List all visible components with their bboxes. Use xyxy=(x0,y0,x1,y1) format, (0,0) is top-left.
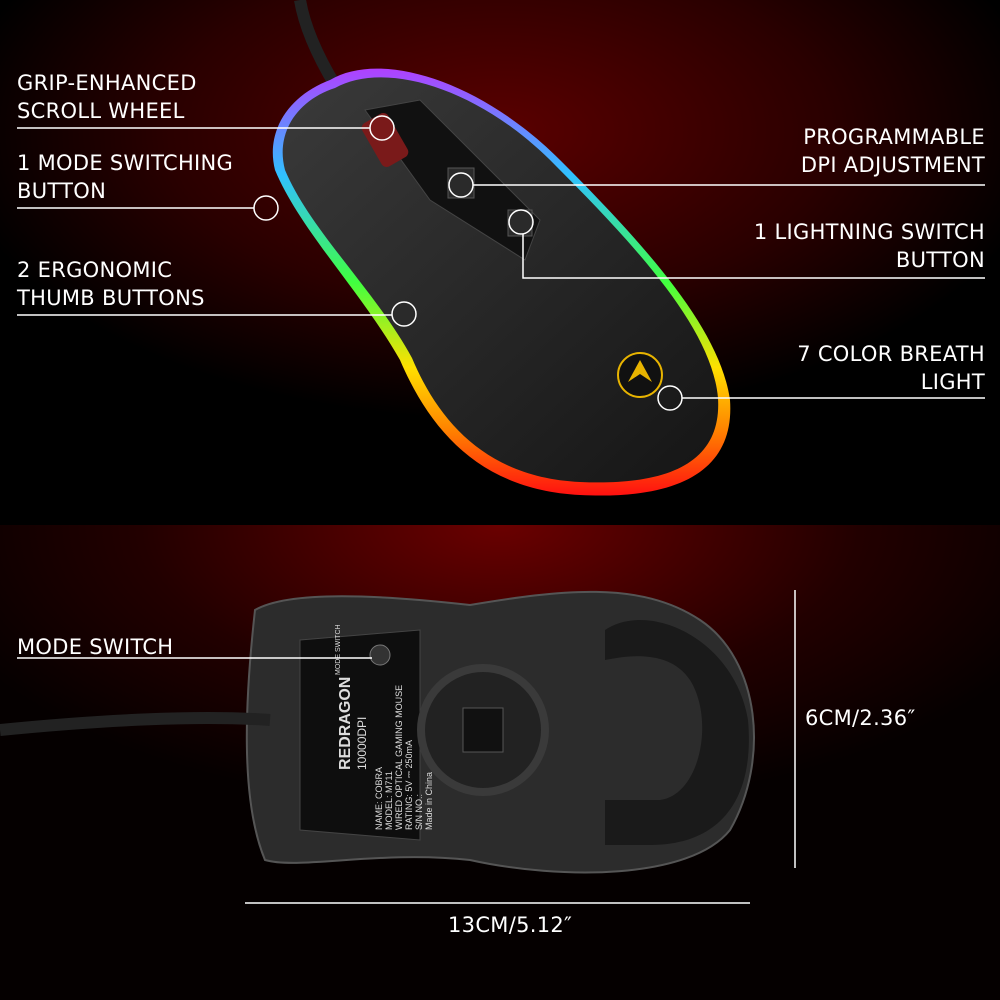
dimension-width: 6CM/2.36″ xyxy=(805,706,916,730)
label-switch-text: MODE SWITCH xyxy=(335,624,342,675)
callout-mode-switch: MODE SWITCH xyxy=(17,635,174,659)
label-line: NAME: COBRA xyxy=(374,767,384,830)
cable-bottom xyxy=(0,712,271,736)
label-line: WIRED OPTICAL GAMING MOUSE xyxy=(394,685,404,830)
callout-line-1: PROGRAMMABLE xyxy=(803,125,985,149)
callout-line-1: 1 MODE SWITCHING xyxy=(17,151,234,175)
label-line: RATING: 5V ⎓ 250mA xyxy=(404,740,414,830)
callout-breath-light: 7 COLOR BREATH LIGHT xyxy=(797,340,985,396)
callout-dpi: PROGRAMMABLE DPI ADJUSTMENT xyxy=(801,123,985,179)
callout-scroll-wheel: GRIP-ENHANCED SCROLL WHEEL xyxy=(17,69,197,125)
callout-line-1: 1 LIGHTNING SWITCH xyxy=(753,220,985,244)
callout-line-2: LIGHT xyxy=(920,370,985,394)
mouse-top-body xyxy=(282,77,719,483)
label-line: MODEL: M711 xyxy=(384,771,394,830)
callout-line-1: GRIP-ENHANCED xyxy=(17,71,197,95)
callout-line-1: 2 ERGONOMIC xyxy=(17,258,173,282)
dragon-logo-icon xyxy=(628,360,652,382)
cable xyxy=(294,0,341,89)
label-line: Made in China xyxy=(424,772,434,830)
label-dpi: 10000DPI xyxy=(355,717,369,770)
label-brand: REDRAGON xyxy=(337,677,354,770)
callout-line-2: BUTTON xyxy=(17,179,107,203)
product-label xyxy=(299,629,421,841)
redragon-logo xyxy=(617,352,663,398)
mode-switch-dial xyxy=(369,644,391,666)
mouse-feet-pad xyxy=(605,620,749,845)
dimension-length: 13CM/5.12″ xyxy=(448,913,573,937)
callout-lines xyxy=(17,115,985,904)
callout-line-1: 7 COLOR BREATH xyxy=(797,342,985,366)
callout-line-2: SCROLL WHEEL xyxy=(17,99,185,123)
callout-thumb-buttons: 2 ERGONOMIC THUMB BUTTONS xyxy=(17,256,205,312)
callout-mode-button: 1 MODE SWITCHING BUTTON xyxy=(17,149,233,205)
label-text: REDRAGON 10000DPI NAME: COBRA MODEL: M71… xyxy=(335,624,434,830)
callout-lightning: 1 LIGHTNING SWITCH BUTTON xyxy=(754,218,985,274)
callout-line-2: DPI ADJUSTMENT xyxy=(800,153,985,177)
callout-line-2: THUMB BUTTONS xyxy=(17,286,205,310)
callout-line-2: BUTTON xyxy=(895,248,985,272)
optical-sensor xyxy=(462,707,504,753)
label-line: S/N NO.: xyxy=(414,794,424,830)
